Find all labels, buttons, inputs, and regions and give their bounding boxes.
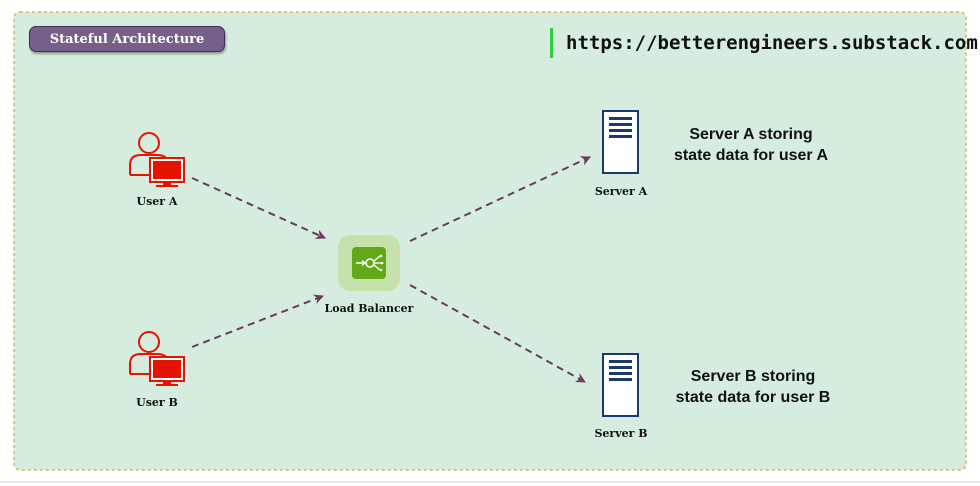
source-url: https://betterengineers.substack.com [566,32,978,54]
diagram-background [13,11,967,471]
edge-load-balancer-to-server-a [409,156,591,242]
server-a-note-line-2: state data for user A [673,147,829,164]
load-balancer-label: Load Balancer [324,302,414,315]
server-b-note-line-2: state data for user B [675,389,831,406]
user-b-icon [129,331,185,386]
server-a-note: Server A storing state data for user A [656,124,846,166]
server-b-label: Server B [594,427,648,440]
diagram-title: Stateful Architecture [29,26,225,52]
url-accent-bar [550,28,553,58]
edge-user-a-to-load-balancer [191,177,326,239]
server-b-icon [602,353,639,417]
edge-load-balancer-to-server-b [409,284,586,383]
server-b-note: Server B storing state data for user B [658,366,848,408]
user-a-icon [129,132,185,187]
user-b-label: User B [136,396,178,409]
load-balancer-icon [338,235,400,291]
server-a-icon [602,110,639,174]
server-a-label: Server A [594,185,648,198]
user-a-label: User A [136,195,178,208]
server-b-note-line-1: Server B storing [690,368,816,385]
server-a-note-line-1: Server A storing [689,126,813,143]
